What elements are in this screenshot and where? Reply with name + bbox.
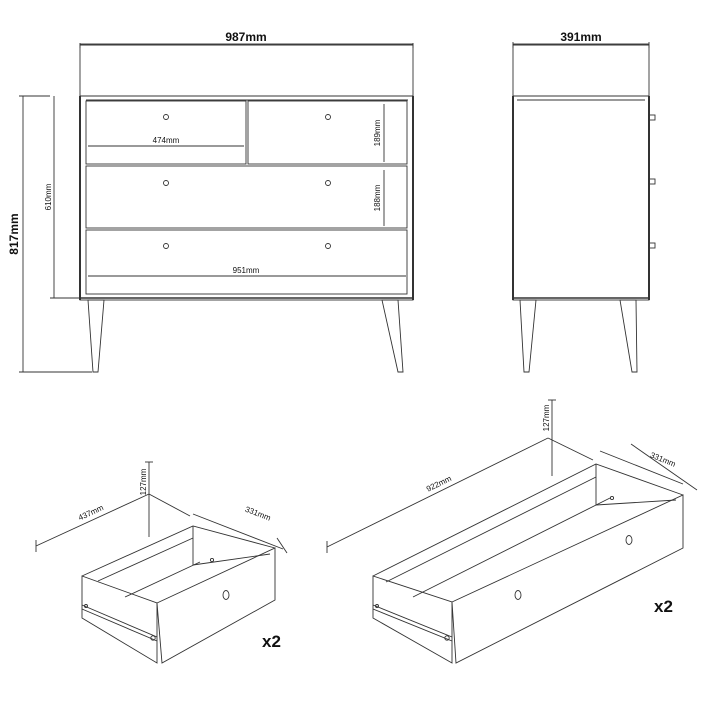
knob-icon: [209, 557, 215, 563]
small-drawer-depth-label: 331mm: [244, 505, 272, 523]
small-drawer-quantity: x2: [262, 632, 281, 651]
knob-icon: [648, 178, 656, 185]
overall-width-label: 987mm: [225, 30, 266, 44]
side-right-leg: [619, 299, 638, 373]
knob-icon: [325, 243, 331, 249]
knob-icon: [325, 114, 331, 120]
depth-label: 391mm: [560, 30, 601, 44]
knob-icon: [222, 590, 230, 600]
small-drawer-width-label: 437mm: [77, 503, 105, 523]
large-drawer: [326, 399, 698, 664]
knob-icon: [163, 243, 169, 249]
body-height-label: 610mm: [44, 183, 53, 210]
side-left-leg: [519, 299, 537, 373]
front-left-leg: [87, 299, 105, 373]
knob-icon: [648, 242, 656, 249]
side-view: [512, 42, 656, 373]
overall-height-label: 817mm: [7, 213, 21, 254]
top-drawer-width-label: 474mm: [153, 136, 180, 145]
bottom-drawer: [85, 229, 408, 295]
large-drawer-front: [451, 494, 684, 664]
front-right-leg: [381, 299, 404, 373]
front-top-slab: [79, 43, 414, 97]
large-drawer-height-label: 127mm: [542, 404, 551, 431]
large-drawer-width-label: 922mm: [425, 474, 453, 494]
knob-icon: [648, 114, 656, 121]
bottom-drawer-width-label: 951mm: [233, 266, 260, 275]
knob-icon: [609, 495, 615, 501]
top-right-drawer: [247, 100, 408, 165]
small-drawer-front: [156, 547, 276, 664]
knob-icon: [625, 535, 633, 545]
front-view: [19, 43, 414, 373]
knob-icon: [514, 590, 522, 600]
small-drawer-height-label: 127mm: [139, 468, 148, 495]
large-drawer-quantity: x2: [654, 597, 673, 616]
small-drawer: [35, 461, 288, 664]
top-drawer-height-label: 189mm: [373, 119, 382, 146]
middle-drawer-height-label: 188mm: [373, 184, 382, 211]
side-top-slab: [512, 43, 650, 97]
knob-icon: [163, 180, 169, 186]
top-left-drawer: [85, 100, 247, 165]
knob-icon: [163, 114, 169, 120]
side-cabinet: [512, 95, 650, 301]
knob-icon: [325, 180, 331, 186]
middle-drawer: [85, 165, 408, 229]
